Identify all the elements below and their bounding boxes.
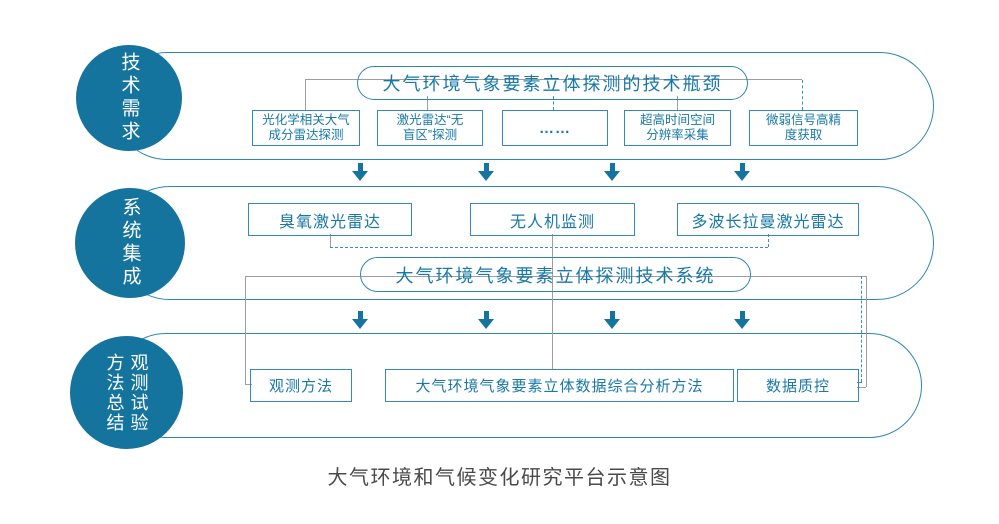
- down-arrow-icon: [734, 163, 750, 181]
- row2-box1-drop-line: [330, 234, 331, 247]
- left-down-connector-line: [245, 276, 246, 384]
- down-arrow-icon: [604, 311, 620, 329]
- circle-observation-experiment-label: 观测试验: [128, 352, 149, 433]
- row2-system-cross-line: [245, 276, 866, 277]
- row1-bottleneck-label: 大气环境气象要素立体探测的技术瓶颈: [382, 74, 723, 94]
- right-down-connector-line: [866, 276, 867, 387]
- circle-system-integration: 系统集成: [75, 188, 185, 298]
- diagram-caption: 大气环境和气候变化研究平台示意图: [327, 467, 672, 489]
- row1-top-connector-line: [305, 79, 802, 80]
- row2-system-pill: 大气环境气象要素立体探测技术系统: [360, 257, 751, 292]
- row2-box-uav-monitoring: 无人机监测: [470, 203, 635, 236]
- row1-box4-drop-line: [677, 96, 678, 110]
- down-arrow-icon: [478, 311, 494, 329]
- row1-box-weak-signal-acquisition: 微弱信号高精 度获取: [749, 110, 858, 146]
- row2-box2-long-drop-line: [552, 234, 553, 369]
- row3-box-data-quality-control: 数据质控: [737, 369, 859, 402]
- row2-box3-drop-line: [768, 234, 769, 247]
- row1-box5-drop-line: [802, 80, 803, 110]
- row1-box1-drop-line: [305, 79, 306, 110]
- row1-box-lidar-no-blindzone: 激光雷达“无 盲区”探测: [377, 110, 483, 146]
- row2-box-ozone-lidar: 臭氧激光雷达: [248, 203, 412, 236]
- circle-technical-requirements-label: 技术需求: [118, 52, 140, 144]
- down-arrow-icon: [352, 163, 368, 181]
- down-arrow-icon: [478, 163, 494, 181]
- circle-method-summary-label: 方法总结: [104, 352, 125, 433]
- circle-technical-requirements: 技术需求: [76, 45, 182, 151]
- row1-box-ellipsis: ……: [502, 110, 608, 146]
- circle-system-integration-label: 系统集成: [119, 197, 141, 289]
- left-jog-line: [245, 384, 252, 385]
- row1-box-high-resolution-sampling: 超高时间空间 分辨率采集: [624, 110, 731, 146]
- down-arrow-icon: [352, 311, 368, 329]
- row3-box-observation-method: 观测方法: [250, 369, 352, 402]
- down-arrow-icon: [734, 311, 750, 329]
- right-jog-line: [857, 387, 866, 388]
- row2-system-label: 大气环境气象要素立体探测技术系统: [395, 265, 716, 286]
- row2-box-raman-lidar: 多波长拉曼激光雷达: [677, 203, 859, 236]
- row1-box2-drop-line: [427, 96, 428, 110]
- row3-box-comprehensive-analysis-method: 大气环境气象要素立体数据综合分析方法: [385, 369, 734, 402]
- down-arrow-icon: [604, 163, 620, 181]
- row1-box-photochemical-radar: 光化学相关大气 成分雷达探测: [252, 110, 360, 146]
- circle-observation-method-summary: 方法总结 观测试验: [70, 336, 183, 449]
- right-dashed-down-line: [861, 276, 862, 382]
- row1-bottleneck-pill: 大气环境气象要素立体探测的技术瓶颈: [357, 66, 748, 100]
- row1-box3-drop-line: [553, 96, 554, 110]
- row2-boxes-dashed-bus-line: [330, 247, 768, 248]
- right-dashed-jog-line: [857, 382, 862, 383]
